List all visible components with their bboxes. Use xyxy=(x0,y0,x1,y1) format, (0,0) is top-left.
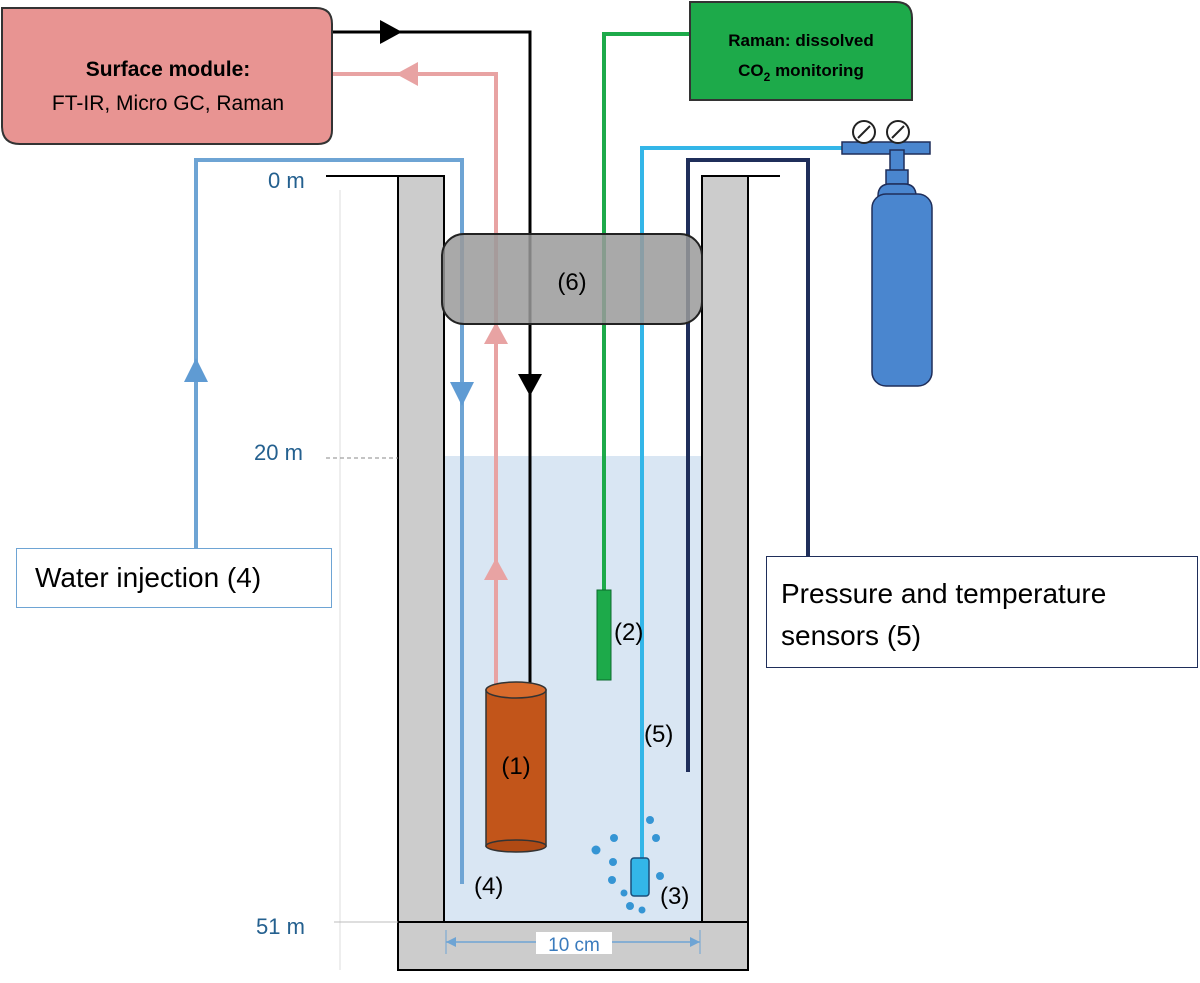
depth-label-top: 0 m xyxy=(268,168,305,193)
water-down-arrow xyxy=(450,382,474,406)
raman-fiber-line xyxy=(602,32,690,590)
well-left-wall xyxy=(397,175,445,971)
sensors-callout: Pressure and temperature sensors (5) xyxy=(766,556,1198,668)
bubble xyxy=(646,816,654,824)
bubble xyxy=(608,876,616,884)
raman-probe-label: (2) xyxy=(614,619,643,646)
regulator-bar xyxy=(841,141,931,155)
sample-top xyxy=(485,681,547,699)
packer: (6) xyxy=(441,233,703,325)
co2-injector: (3) xyxy=(591,816,689,914)
injector-label: (3) xyxy=(660,883,689,910)
raman-box-line1: Raman: dissolved xyxy=(728,31,874,50)
co2-gas-cylinder xyxy=(841,120,933,387)
gas-return-arrow-low xyxy=(484,558,508,580)
bubble xyxy=(656,872,664,880)
gauge-needle xyxy=(857,125,871,139)
gas-return-arrow-mid xyxy=(484,322,508,344)
surface-module-instruments: FT-IR, Micro GC, Raman xyxy=(52,92,284,115)
surface-module-title: Surface module: xyxy=(86,58,251,81)
water-outlet-label: (4) xyxy=(474,873,503,900)
bubble xyxy=(652,834,660,842)
water-injection-callout: Water injection (4) xyxy=(16,548,332,608)
raman-monitoring-box: Raman: dissolved CO2 monitoring xyxy=(689,1,913,101)
rock-sample: (1) xyxy=(485,681,547,853)
injector-body xyxy=(630,857,650,897)
gauge-needle xyxy=(891,125,905,139)
bubble xyxy=(610,834,618,842)
cylinder-neck xyxy=(877,183,917,197)
dimension-label-bg xyxy=(536,932,612,954)
bubble xyxy=(609,858,617,866)
well-right-wall xyxy=(701,175,749,971)
water-injection-text: Water injection (4) xyxy=(35,562,262,593)
water-up-arrow xyxy=(184,358,208,382)
dimension-arrow-left xyxy=(446,937,456,947)
regulator-stem xyxy=(889,149,905,173)
depth-label-water-level: 20 m xyxy=(254,440,303,465)
depth-label-bottom: 51 m xyxy=(256,914,305,939)
sample-body xyxy=(485,689,547,847)
surface-module-box xyxy=(1,7,333,145)
gas-return-path xyxy=(332,72,498,690)
depth-axis: 0 m 20 m 51 m xyxy=(254,168,398,970)
water-injection-path xyxy=(194,158,464,884)
dimension-arrow-right xyxy=(690,937,700,947)
black-supply-line xyxy=(332,20,542,690)
sample-bottom xyxy=(485,839,547,853)
cylinder-body xyxy=(871,193,933,387)
surface-module: Surface module: FT-IR, Micro GC, Raman xyxy=(1,7,333,145)
width-dimension: 10 cm xyxy=(445,930,701,956)
gas-return-line xyxy=(332,62,508,690)
black-arrow-top xyxy=(380,20,402,44)
bubble xyxy=(620,889,628,897)
cylinder-valve xyxy=(885,169,909,185)
bubble xyxy=(626,902,634,910)
co2-injection-line xyxy=(640,146,842,860)
sample-label: (1) xyxy=(501,753,530,780)
gas-return-arrow-top xyxy=(396,62,418,86)
dimension-label: 10 cm xyxy=(548,935,600,956)
sensors-text: Pressure and temperature sensors (5) xyxy=(781,578,1107,651)
raman-probe xyxy=(596,589,612,681)
bubble xyxy=(638,906,646,914)
sensor-line-label: (5) xyxy=(644,721,673,748)
packer-label: (6) xyxy=(557,269,586,296)
bubble xyxy=(591,845,601,855)
water-injection-line xyxy=(184,158,474,884)
black-arrow-down xyxy=(518,374,542,396)
packer-body xyxy=(441,233,703,325)
sensor-cable-line xyxy=(686,158,810,772)
raman-box-shape xyxy=(689,1,913,101)
raman-box-line2: CO2 monitoring xyxy=(738,61,864,84)
water-column xyxy=(445,456,701,921)
